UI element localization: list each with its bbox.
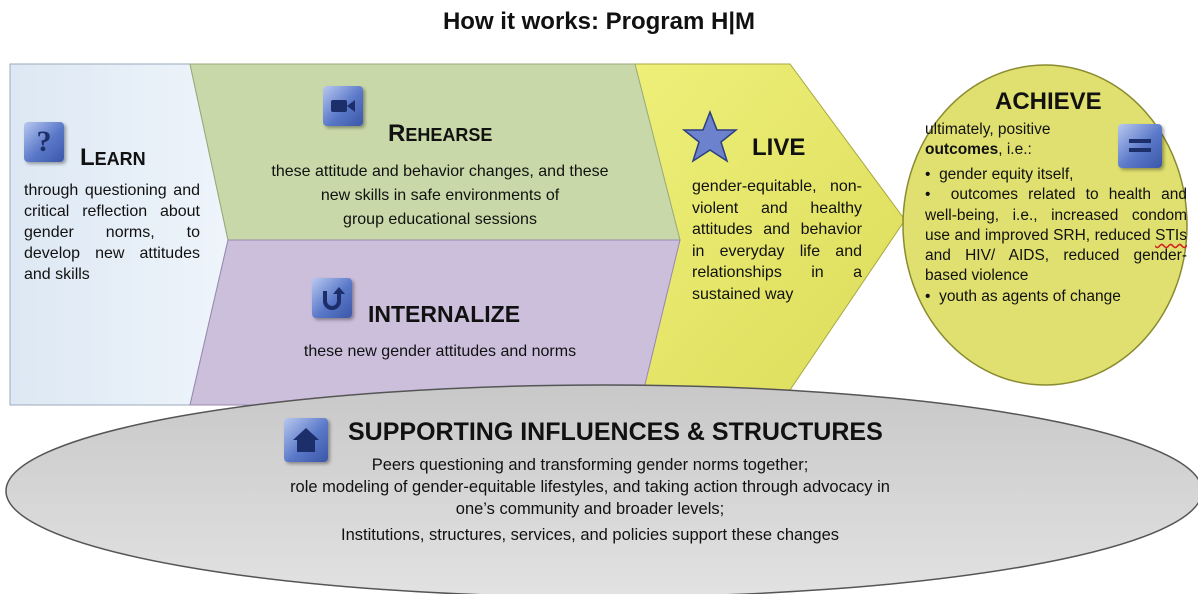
- achieve-heading: ACHIEVE: [995, 88, 1102, 115]
- achieve-shape: [902, 64, 1188, 386]
- video-camera-icon: [323, 86, 363, 126]
- house-icon: [284, 418, 328, 462]
- list-item: • youth as agents of change: [925, 287, 1121, 305]
- learn-heading: LEARN: [80, 144, 146, 171]
- achieve-intro: ultimately, positive outcomes, i.e.:: [925, 121, 1051, 158]
- supporting-heading: SUPPORTING INFLUENCES & STRUCTURES: [348, 418, 883, 446]
- list-item: • gender equity itself,: [925, 166, 1074, 183]
- rehearse-heading: REHEARSE: [388, 120, 493, 147]
- internalize-text: these new gender attitudes and norms: [303, 343, 577, 360]
- equals-icon: [1118, 124, 1162, 168]
- list-item: • outcomes related to health and well-be…: [925, 186, 1187, 285]
- live-text: gender-equitable, non-violent and health…: [692, 178, 862, 303]
- internalize-heading: INTERNALIZE: [368, 301, 521, 327]
- diagram-title: How it works: Program H|M: [442, 8, 756, 35]
- star-icon: [681, 109, 739, 169]
- live-heading: LIVE: [752, 134, 806, 161]
- question-icon: ?: [24, 122, 64, 162]
- achieve-bullets: • gender equity itself, • outcomes relat…: [925, 165, 1187, 307]
- supporting-text: Peers questioning and transforming gende…: [290, 456, 890, 544]
- rehearse-text: these attitude and behavior changes, and…: [271, 163, 609, 228]
- u-turn-arrow-icon: [312, 278, 352, 318]
- learn-text: through questioning and critical reflect…: [24, 182, 200, 283]
